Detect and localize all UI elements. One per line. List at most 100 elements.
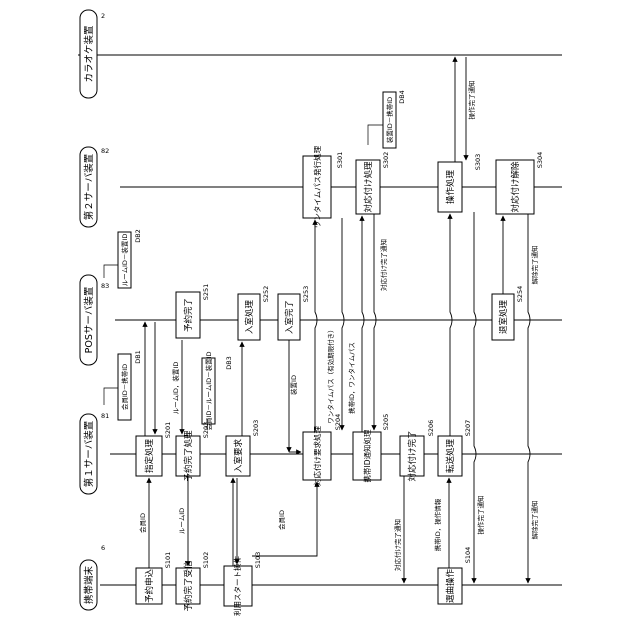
msg-member-id-1-label: 会員ID xyxy=(138,513,147,533)
msg-release-done-1-label: 解除完了通知 xyxy=(530,246,539,285)
db3-name: DB3 xyxy=(225,356,233,370)
lane-server2-name: 第２サーバ装置 xyxy=(83,154,95,220)
msg-op-done-1-label: 操作完了通知 xyxy=(467,81,476,120)
step-s253: 入室完了 S253 xyxy=(278,286,310,340)
s202-label: 予約完了処理 xyxy=(183,430,194,482)
lane-karaoke-ref: 2 xyxy=(101,12,105,20)
s303-label: 操作処理 xyxy=(445,170,456,205)
msg-room-id-label: ルームID xyxy=(178,508,186,534)
step-s206: 対応付け完了 S206 xyxy=(400,420,435,482)
lane-mobile-name: 携帯端末 xyxy=(83,566,95,605)
s201-code: S201 xyxy=(164,422,172,439)
s251-label: 予約完了 xyxy=(183,298,194,332)
lane-server1: 第１サーバ装置 81 xyxy=(80,412,109,494)
msg-one-time-pass-valid-label: ワンタイムパス（有効期限付き） xyxy=(326,326,335,423)
msg-release-done: 解除完了通知 解除完了通知 xyxy=(528,214,539,583)
s205-code: S205 xyxy=(382,414,390,431)
msg-room-device-id-label: ルームID，装置ID xyxy=(171,362,180,415)
s104-code: S104 xyxy=(464,547,472,564)
lane-server1-name: 第１サーバ装置 xyxy=(83,421,95,487)
msg-mobile-id-op-info-label: 携帯ID，操作情報 xyxy=(433,498,442,551)
lane-karaoke: カラオケ装置 2 xyxy=(80,10,105,98)
msg-member-id-2-label: 会員ID xyxy=(277,510,286,530)
db2-name: DB2 xyxy=(134,229,142,243)
db2-content: ルームID－装置ID xyxy=(120,234,129,287)
database-db1: 会員ID－携帯ID DB1 xyxy=(104,350,142,420)
step-s202: 予約完了処理 S202 xyxy=(176,422,210,482)
lane-server1-ref: 81 xyxy=(101,412,109,420)
step-s103: 利用スタート操作 S103 xyxy=(224,552,262,616)
step-s104: 選曲操作 S104 xyxy=(438,547,472,604)
s206-code: S206 xyxy=(427,420,435,437)
msg-member-id-1: 会員ID xyxy=(138,478,149,568)
lane-mobile: 携帯端末 6 xyxy=(80,544,105,610)
s254-code: S254 xyxy=(516,286,524,303)
msg-mobile-id-op-info: 携帯ID，操作情報 xyxy=(433,478,449,568)
s203-code: S203 xyxy=(252,420,260,437)
database-db4: 装置ID－携帯ID DB4 xyxy=(368,90,406,148)
msg-device-id-label: 装置ID xyxy=(289,375,298,395)
step-s252: 入室処理 S252 xyxy=(238,286,270,340)
msg-member-id-2: 会員ID xyxy=(252,482,317,556)
lane-pos-name: POSサーバ装置 xyxy=(83,287,95,354)
s301-label: ワンタイムパス発行処理 xyxy=(312,145,322,228)
s201-label: 指定処理 xyxy=(144,439,155,474)
msg-op-done-2-label: 操作完了通知 xyxy=(476,496,485,535)
s202-code: S202 xyxy=(202,422,210,439)
db1-content: 会員ID－携帯ID xyxy=(120,364,129,410)
s207-label: 転送処理 xyxy=(445,439,456,474)
msg-link-done-2-label: 対応付け完了通知 xyxy=(393,519,402,571)
step-s303: 操作処理 S303 xyxy=(438,154,482,212)
s204-code: S204 xyxy=(334,414,342,431)
s205-label: 携帯ID通知処理 xyxy=(362,429,372,482)
s252-code: S252 xyxy=(262,286,270,303)
lane-server2: 第２サーバ装置 82 xyxy=(80,147,109,227)
s103-code: S103 xyxy=(254,552,262,569)
s252-label: 入室処理 xyxy=(244,300,255,335)
s102-label: 予約完了受信 xyxy=(183,560,194,612)
msg-one-time-pass-valid: ワンタイムパス（有効期限付き） xyxy=(326,218,344,430)
s304-code: S304 xyxy=(536,152,544,169)
s302-code: S302 xyxy=(382,152,390,169)
s302-label: 対応付け処理 xyxy=(363,161,374,213)
s301-code: S301 xyxy=(336,152,344,169)
lane-pos: POSサーバ装置 83 xyxy=(80,275,109,365)
lane-server2-ref: 82 xyxy=(101,147,109,155)
s101-label: 予約申込 xyxy=(144,569,155,604)
s203-label: 入室要求 xyxy=(233,439,244,474)
msg-link-done-1-label: 対応付け完了通知 xyxy=(379,239,388,291)
step-s203: 入室要求 S203 xyxy=(226,420,260,476)
step-s101: 予約申込 S101 xyxy=(136,552,172,604)
msg-link-done-1: 対応付け完了通知 xyxy=(374,214,388,430)
step-s251: 予約完了 S251 xyxy=(176,284,210,338)
msg-mobile-id-one-time-pass-label: 携帯ID，ワンタイムパス xyxy=(347,342,356,414)
msg-start xyxy=(233,478,237,566)
database-db2: ルームID－装置ID DB2 xyxy=(104,229,142,288)
step-s302: 対応付け処理 S302 xyxy=(356,152,390,214)
step-s204: 対応付け要求処理 S204 xyxy=(303,414,342,486)
s103-label: 利用スタート操作 xyxy=(232,556,242,616)
msg-forward xyxy=(450,214,452,436)
msg-release-done-2-label: 解除完了通知 xyxy=(530,501,539,540)
database-db3: 会員ID－ルームID－装置ID DB3 xyxy=(202,351,233,430)
step-s207: 転送処理 S207 xyxy=(438,420,472,476)
msg-issue-one-time-pass xyxy=(315,220,317,432)
s303-code: S303 xyxy=(474,154,482,171)
msg-mobile-id-one-time-pass: 携帯ID，ワンタイムパス xyxy=(347,216,364,432)
db1-name: DB1 xyxy=(134,350,142,364)
s254-label: 退室処理 xyxy=(498,300,509,335)
msg-room-id: ルームID xyxy=(178,476,188,566)
msg-link-done-2: 対応付け完了通知 xyxy=(393,476,404,583)
db3-content: 会員ID－ルームID－装置ID xyxy=(204,351,213,430)
step-s102: 予約完了受信 S102 xyxy=(176,552,210,612)
s251-code: S251 xyxy=(202,284,210,301)
lane-pos-ref: 83 xyxy=(101,282,109,290)
msg-op-done-2: 操作完了通知 xyxy=(474,212,485,583)
s253-code: S253 xyxy=(302,286,310,303)
msg-room-device-id: ルームID，装置ID xyxy=(171,340,182,434)
s304-label: 対応付け解除 xyxy=(510,161,521,213)
s204-label: 対応付け要求処理 xyxy=(312,426,322,486)
msg-karaoke-op: 操作完了通知 xyxy=(455,57,476,162)
